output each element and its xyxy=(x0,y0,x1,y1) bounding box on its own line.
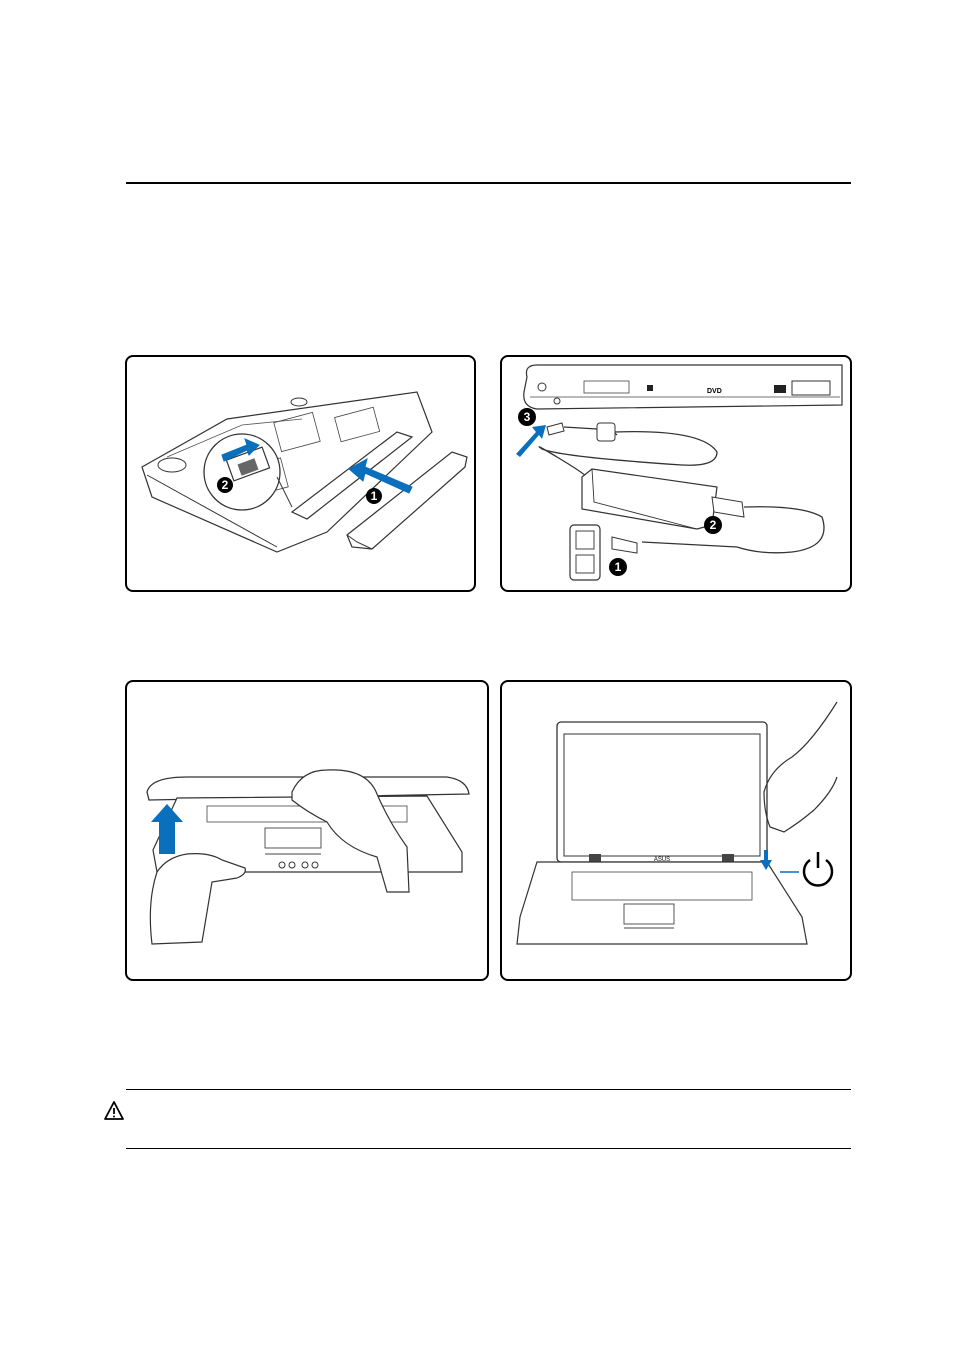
open-lid-illustration xyxy=(127,682,489,981)
power-on-illustration-panel: ASUS xyxy=(500,680,852,981)
step-marker-3: 3 xyxy=(524,410,531,424)
step-marker-1: 1 xyxy=(371,489,378,503)
power-icon xyxy=(804,852,832,885)
step-marker-2: 2 xyxy=(222,478,229,492)
note-bottom-rule xyxy=(126,1148,851,1149)
step-marker-2: 2 xyxy=(710,518,717,532)
dvd-logo: DVD xyxy=(707,388,722,395)
note-top-rule xyxy=(126,1089,851,1090)
battery-illustration-panel: 2 1 xyxy=(125,355,476,592)
header-rule xyxy=(126,182,851,184)
power-illustration-panel: DVD 3 2 1 xyxy=(500,355,852,592)
step-marker-1: 1 xyxy=(615,560,622,574)
power-illustration: DVD 3 2 1 xyxy=(502,357,852,592)
battery-illustration: 2 1 xyxy=(127,357,476,592)
warning-icon xyxy=(103,1100,125,1122)
power-on-illustration: ASUS xyxy=(502,682,852,981)
open-lid-illustration-panel xyxy=(125,680,489,981)
